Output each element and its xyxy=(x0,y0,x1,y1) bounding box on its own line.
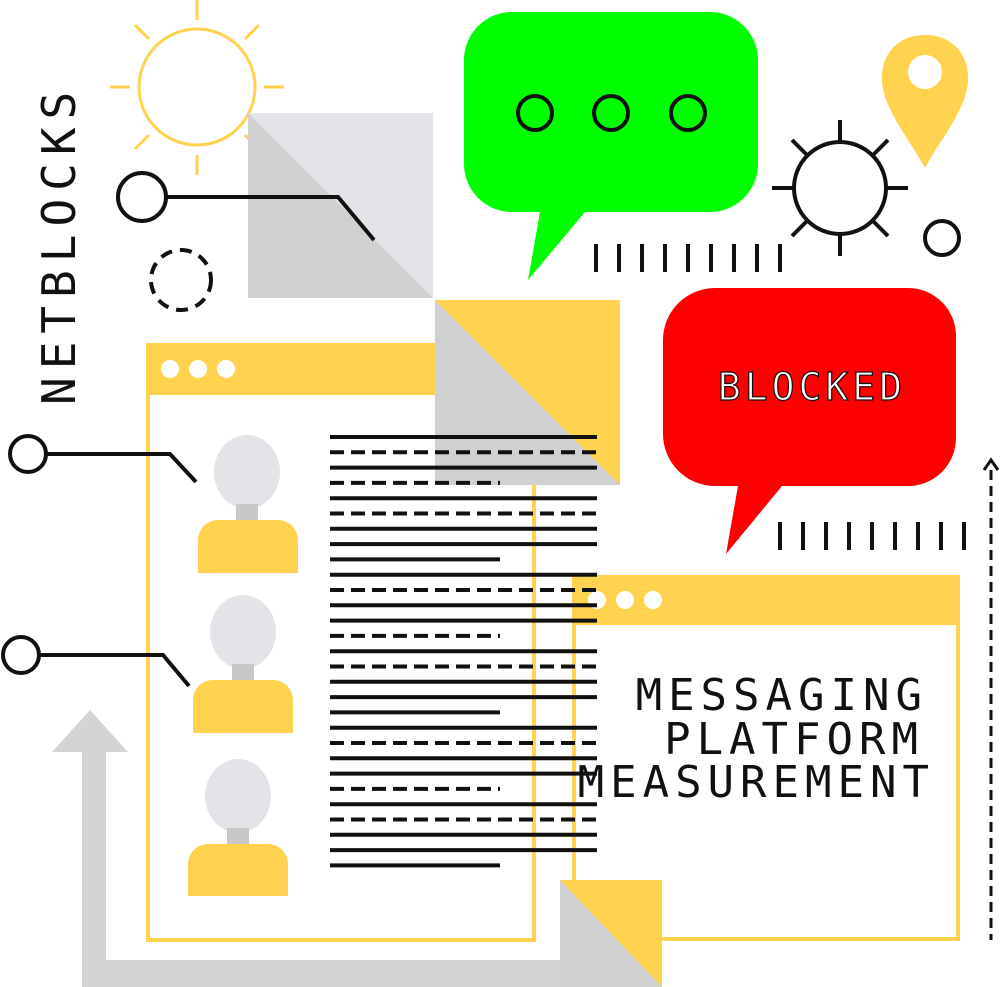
dashed-circle-icon xyxy=(149,248,213,312)
connector-node-top xyxy=(116,171,376,242)
dashed-arrow-icon xyxy=(982,457,1000,940)
blocked-label: BLOCKED xyxy=(718,365,906,409)
decorative-square-bottom xyxy=(560,880,662,987)
window-controls xyxy=(161,360,235,378)
decorative-square-gray xyxy=(248,113,433,298)
blocked-bubble: BLOCKED xyxy=(663,288,956,554)
connector-node-left-2 xyxy=(1,635,191,688)
decorative-square-yellow xyxy=(435,300,620,485)
ellipsis-icon xyxy=(516,94,707,132)
message-text-lines xyxy=(330,435,597,868)
headline-line-1: MESSAGING xyxy=(636,670,928,721)
headline: MESSAGING PLATFORM MEASUREMENT xyxy=(578,670,935,808)
sun-icon xyxy=(110,0,284,175)
chat-bubble xyxy=(464,12,758,280)
user-avatar-icon xyxy=(193,595,293,733)
window-controls xyxy=(588,591,662,609)
connector-node-left-1 xyxy=(8,434,198,484)
return-arrow-icon xyxy=(52,710,600,987)
user-avatar-icon xyxy=(188,759,288,896)
measurement-window xyxy=(572,575,960,941)
dot-icon xyxy=(923,219,961,257)
headline-line-2: PLATFORM xyxy=(664,714,924,765)
signal-bars xyxy=(594,244,782,272)
brand-logo: NETBLOCKS xyxy=(32,84,86,405)
location-pin-icon xyxy=(881,35,969,168)
gear-icon xyxy=(772,120,908,256)
user-avatar-icon xyxy=(198,435,298,573)
signal-bars xyxy=(778,522,966,550)
headline-line-3: MEASUREMENT xyxy=(578,757,935,808)
